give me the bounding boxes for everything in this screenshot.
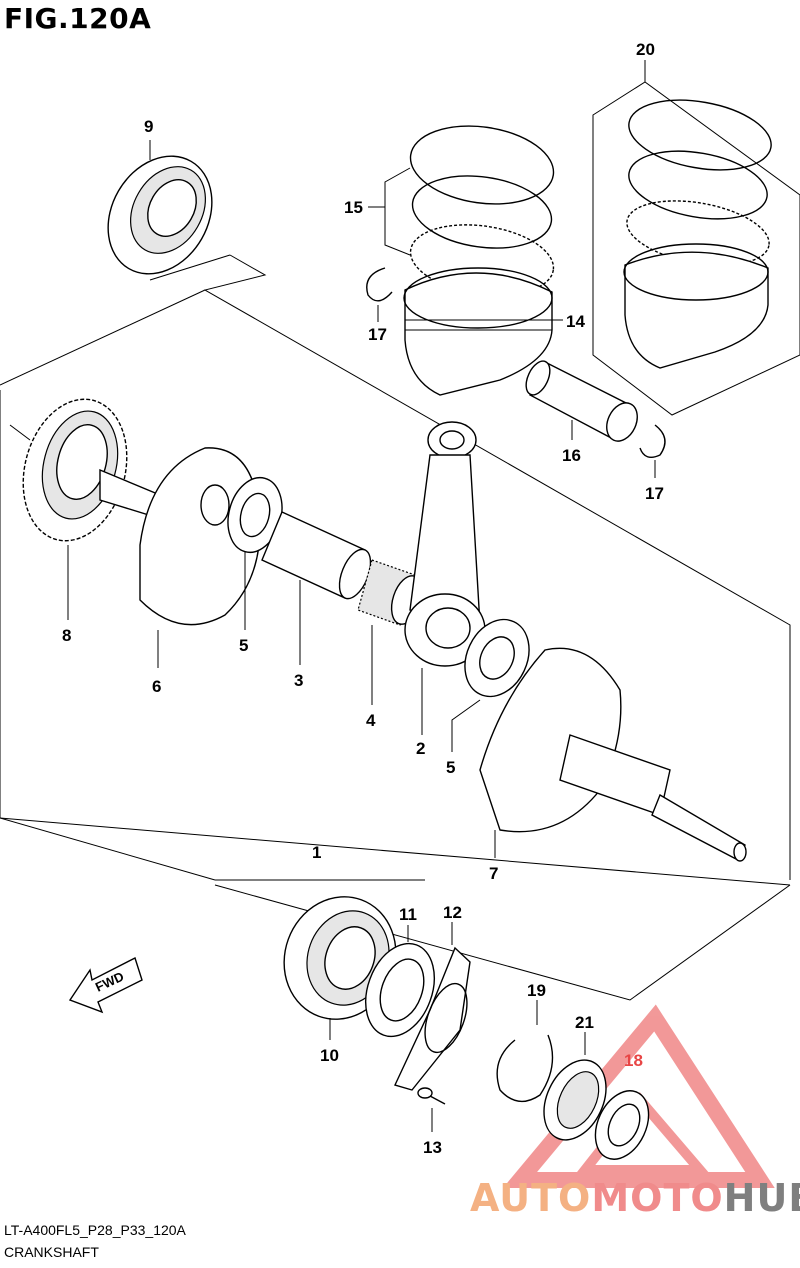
callout-1: 1 xyxy=(312,843,321,862)
callout-11: 11 xyxy=(399,905,417,924)
section-name: CRANKSHAFT xyxy=(4,1244,99,1260)
callout-20: 20 xyxy=(636,40,655,59)
callout-17b: 17 xyxy=(645,484,664,503)
crankshaft-assembly-frame xyxy=(0,254,791,1001)
crank-web-right-7 xyxy=(479,647,747,862)
gear-8 xyxy=(22,398,128,620)
fwd-arrow-icon: FWD xyxy=(68,957,143,1014)
bearing-9 xyxy=(107,140,213,275)
callout-13: 13 xyxy=(423,1138,442,1157)
connecting-rod-2 xyxy=(404,421,486,735)
crank-pin-3 xyxy=(261,511,372,665)
seal-11 xyxy=(365,925,435,1038)
callout-14: 14 xyxy=(566,312,585,331)
figure-title: FIG.120A xyxy=(4,2,152,35)
callout-5a: 5 xyxy=(239,636,248,655)
watermark-hub: HUB xyxy=(723,1176,800,1220)
callout-17a: 17 xyxy=(368,325,387,344)
callout-10: 10 xyxy=(320,1046,339,1065)
callout-6: 6 xyxy=(152,677,161,696)
callout-15: 15 xyxy=(344,198,363,217)
circlip-17-top xyxy=(366,267,393,322)
callout-2: 2 xyxy=(416,739,425,758)
washer-5-right xyxy=(451,618,530,752)
seal-18 xyxy=(594,1090,650,1160)
piston-14 xyxy=(403,267,563,396)
callout-9: 9 xyxy=(144,117,153,136)
callout-18: 18 xyxy=(624,1051,643,1070)
bearing-21 xyxy=(543,1032,607,1141)
piston-kit-frame xyxy=(592,60,800,416)
watermark-moto: MOTO xyxy=(591,1176,724,1220)
retainer-plate-12 xyxy=(394,922,471,1091)
callout-3: 3 xyxy=(294,671,303,690)
callout-labels: 1 2 3 4 5 5 6 7 8 9 10 11 12 13 14 15 16… xyxy=(62,40,664,1157)
screw-13 xyxy=(417,1087,446,1132)
model-code: LT-A400FL5_P28_P33_120A xyxy=(4,1222,186,1238)
callout-4: 4 xyxy=(366,711,376,730)
piston-pin-16 xyxy=(525,360,638,442)
circlip-17-right xyxy=(639,424,666,478)
callout-7: 7 xyxy=(489,864,498,883)
callout-12: 12 xyxy=(443,903,462,922)
callout-21: 21 xyxy=(575,1013,594,1032)
callout-19: 19 xyxy=(527,981,546,1000)
crank-web-left-6 xyxy=(99,447,261,668)
callout-5b: 5 xyxy=(446,758,455,777)
circlip-19 xyxy=(496,1000,554,1103)
callout-8: 8 xyxy=(62,626,71,645)
piston-kit-20 xyxy=(623,99,772,369)
watermark-auto: AUTO xyxy=(470,1176,592,1220)
watermark-logo-text: AUTOMOTOHUB xyxy=(470,1176,800,1220)
callout-16: 16 xyxy=(562,446,581,465)
piston-rings-15 xyxy=(368,125,555,296)
